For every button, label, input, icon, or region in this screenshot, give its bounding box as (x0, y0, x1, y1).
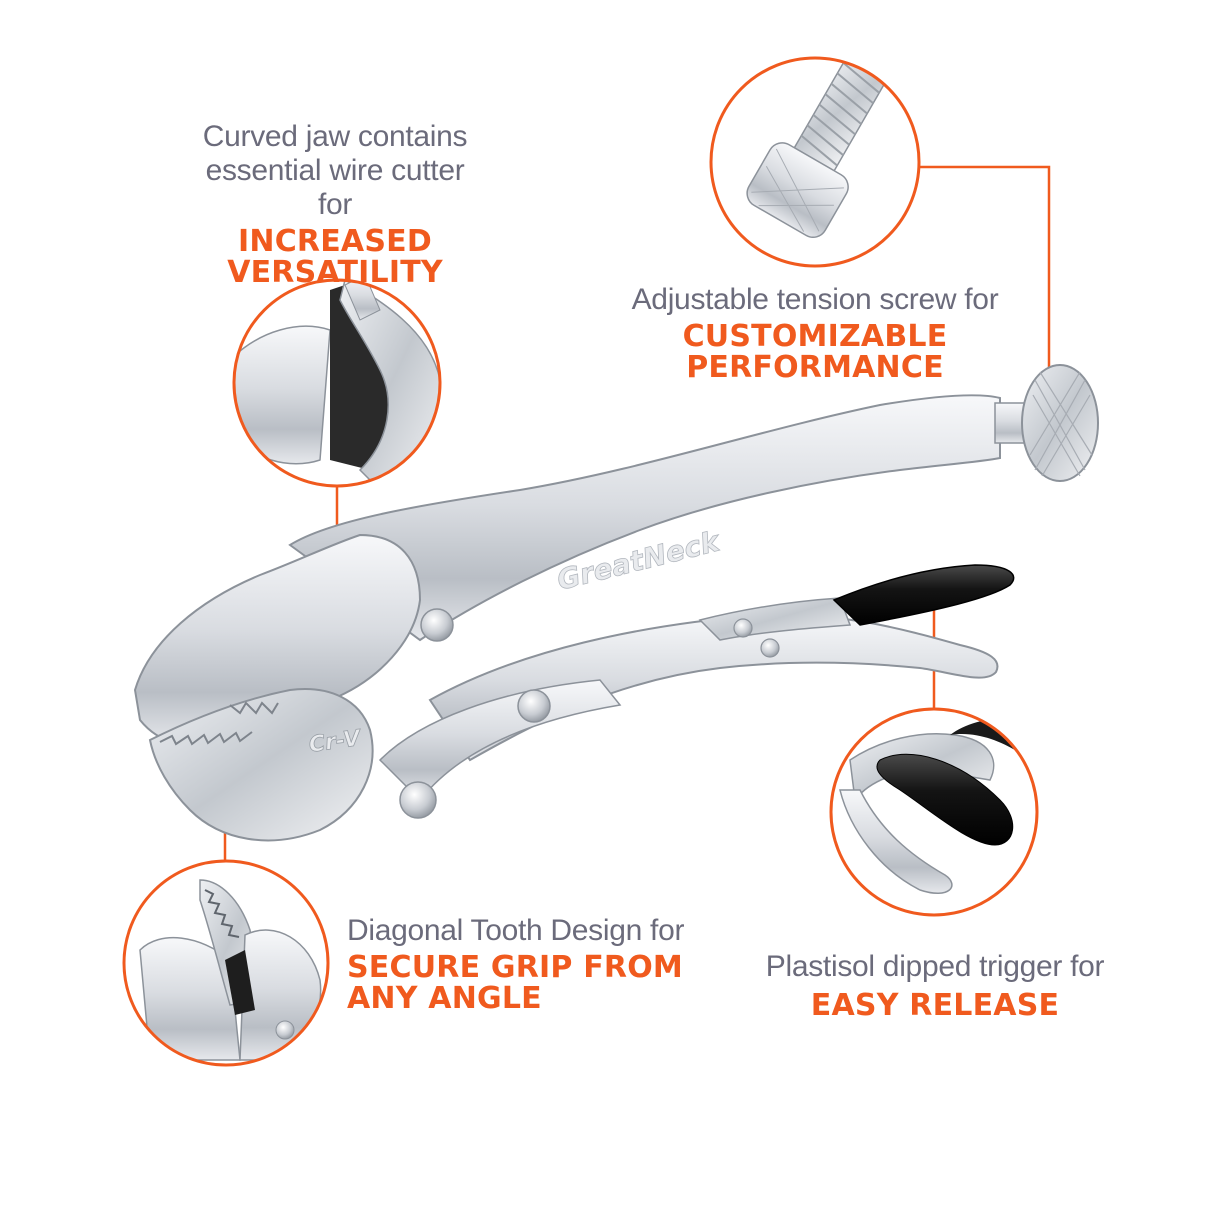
callout-tooth-design-head-2: ANY ANGLE (347, 981, 542, 1016)
callout-wire-cutter-head-2: VERSATILITY (227, 255, 443, 290)
callout-wire-cutter: Curved jaw contains essential wire cutte… (185, 120, 485, 288)
wire-cutter-detail-image (232, 278, 442, 488)
callout-trigger: Plastisol dipped trigger for EASY RELEAS… (745, 950, 1125, 1021)
rivet (399, 781, 437, 819)
tension-knob (1021, 364, 1099, 482)
rivet (420, 608, 454, 642)
callout-tooth-design-sub: Diagonal Tooth Design for (347, 914, 685, 947)
rivet (760, 638, 780, 658)
rivet (517, 689, 551, 723)
rivet (733, 618, 753, 638)
callout-tension-screw-head-2: PERFORMANCE (686, 350, 944, 385)
locking-pliers-image: GreatNeck Cr-V (133, 364, 1099, 842)
callout-wire-cutter-head-1: INCREASED (238, 224, 432, 259)
callout-tooth-design-head-1: SECURE GRIP FROM (347, 950, 683, 985)
tooth-detail-image (122, 859, 330, 1067)
callout-tension-screw-sub: Adjustable tension screw for (631, 283, 999, 316)
tension-screw-detail-image (709, 56, 921, 268)
callout-trigger-head-1: EASY RELEASE (810, 988, 1060, 1023)
callout-tension-screw-head-1: CUSTOMIZABLE (682, 319, 948, 354)
callout-tension-screw: Adjustable tension screw for CUSTOMIZABL… (610, 283, 1020, 383)
callout-trigger-sub: Plastisol dipped trigger for (765, 950, 1105, 983)
trigger-detail-image (829, 707, 1039, 917)
callout-tooth-design: Diagonal Tooth Design for SECURE GRIP FR… (347, 914, 707, 1014)
callout-wire-cutter-sub: Curved jaw contains essential wire cutte… (202, 120, 468, 221)
leader-line-tension-screw (919, 165, 1051, 389)
